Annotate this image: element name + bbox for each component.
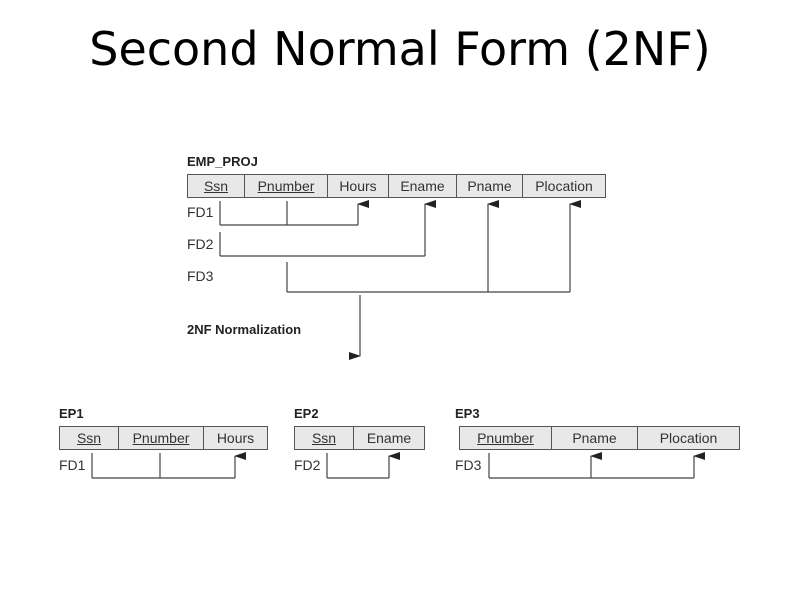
attribute-pname: Pname [457,175,523,197]
ep2-fd2-label: FD2 [294,457,321,473]
ep1-fd1-label: FD1 [59,457,86,473]
relation-ep3: Pnumber Pname Plocation [459,426,740,450]
attribute-hours: Hours [328,175,389,197]
relation-name-ep3: EP3 [455,406,480,421]
attribute-label: Ssn [311,430,337,446]
attribute-ssn: Ssn [60,427,119,449]
fd2-label: FD2 [187,236,214,252]
attribute-ename: Ename [354,427,424,449]
fd3-lines [286,200,581,293]
attribute-pname: Pname [552,427,638,449]
ep3-fd3-lines [488,452,705,479]
relation-name-emp-proj: EMP_PROJ [187,154,258,169]
attribute-label: Ename [400,178,445,194]
attribute-pnumber: Pnumber [245,175,328,197]
fd3-label: FD3 [187,268,214,284]
attribute-label: Pname [467,178,512,194]
attribute-label: Ssn [76,430,102,446]
fd1-lines [219,200,369,226]
relation-ep1: Ssn Pnumber Hours [59,426,268,450]
fd1-label: FD1 [187,204,214,220]
relation-ep2: Ssn Ename [294,426,425,450]
fd2-lines [219,200,436,257]
ep1-fd1-lines [91,452,246,479]
normalization-label: 2NF Normalization [187,322,302,337]
attribute-label: Pname [572,430,617,446]
relation-emp-proj: Ssn Pnumber Hours Ename Pname Plocation [187,174,606,198]
relation-name-ep2: EP2 [294,406,319,421]
attribute-ssn: Ssn [188,175,245,197]
attribute-label: Pnumber [477,430,534,446]
attribute-label: Ename [366,430,412,446]
attribute-hours: Hours [204,427,267,449]
attribute-ename: Ename [389,175,457,197]
ep3-fd3-label: FD3 [455,457,482,473]
attribute-ssn: Ssn [295,427,354,449]
attribute-pnumber: Pnumber [460,427,552,449]
attribute-label: Ssn [203,178,229,194]
slide-title: Second Normal Form (2NF) [89,22,711,76]
relation-name-ep1: EP1 [59,406,84,421]
attribute-plocation: Plocation [638,427,739,449]
attribute-label: Hours [339,178,377,194]
attribute-label: Pnumber [257,178,315,194]
attribute-pnumber: Pnumber [119,427,204,449]
attribute-label: Pnumber [132,430,190,446]
ep2-fd2-lines [326,452,400,479]
attribute-plocation: Plocation [523,175,605,197]
attribute-label: Plocation [535,178,593,194]
attribute-label: Plocation [659,430,718,446]
attribute-label: Hours [216,430,255,446]
